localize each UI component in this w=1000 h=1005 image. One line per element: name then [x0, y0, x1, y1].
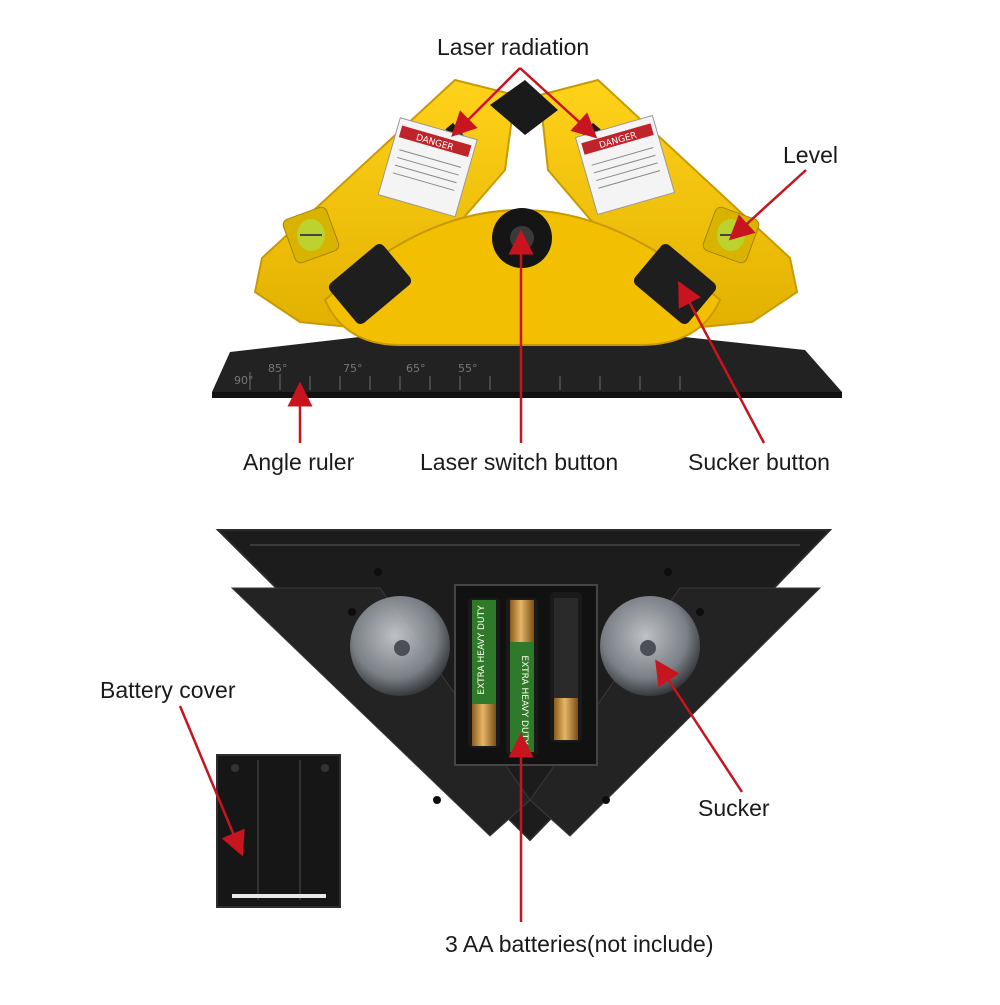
center-disc: [323, 209, 722, 346]
label-level: Level: [783, 142, 838, 168]
svg-text:EXTRA HEAVY DUTY: EXTRA HEAVY DUTY: [477, 605, 487, 695]
warning-sticker-right: DANGER: [574, 114, 676, 216]
bubble-level-left: [282, 206, 340, 264]
label-laser-radiation: Laser radiation: [437, 34, 590, 60]
aa-battery: EXTRA HEAVY DUTY: [468, 598, 500, 748]
aa-battery: EXTRA HEAVY DUTY: [506, 598, 538, 756]
ruler-tick-label: 75°: [343, 362, 363, 375]
laser-emitter-corner: [490, 80, 558, 135]
arrow-laser-radiation-left: [451, 67, 521, 137]
svg-text:EXTRA HEAVY DUTY: EXTRA HEAVY DUTY: [519, 655, 529, 745]
callout-arrows: [178, 67, 807, 922]
battery-cover: [216, 754, 341, 908]
laser-level-bottom-view: EXTRA HEAVY DUTY EXTRA HEAVY DUTY: [215, 529, 833, 908]
ruler-tick-label: 55°: [458, 362, 478, 375]
arrow-battery-cover: [178, 705, 245, 857]
ruler-tick-label: 65°: [406, 362, 426, 375]
label-sucker: Sucker: [698, 795, 770, 821]
laser-level-top-view: 90° 85° 75° 65° 55° DANGER: [212, 78, 842, 398]
arrow-level: [728, 169, 807, 241]
label-laser-switch-button: Laser switch button: [420, 449, 619, 475]
warning-sticker-left: DANGER: [377, 117, 478, 218]
label-angle-ruler: Angle ruler: [243, 449, 355, 475]
label-battery-cover: Battery cover: [100, 677, 236, 703]
arrow-laser-radiation-right: [519, 67, 598, 139]
arrow-sucker: [655, 659, 744, 793]
arrow-sucker-button: [678, 280, 766, 444]
ruler-ticks: [249, 372, 681, 390]
sucker-button-left: [328, 244, 412, 324]
right-ruler-edge: [529, 587, 822, 837]
ruler-tick-label: 85°: [268, 362, 288, 375]
aa-battery: [550, 592, 582, 742]
label-batteries: 3 AA batteries(not include): [445, 931, 714, 957]
ruler-tick-label: 90°: [234, 374, 254, 387]
label-sucker-button: Sucker button: [688, 449, 830, 475]
